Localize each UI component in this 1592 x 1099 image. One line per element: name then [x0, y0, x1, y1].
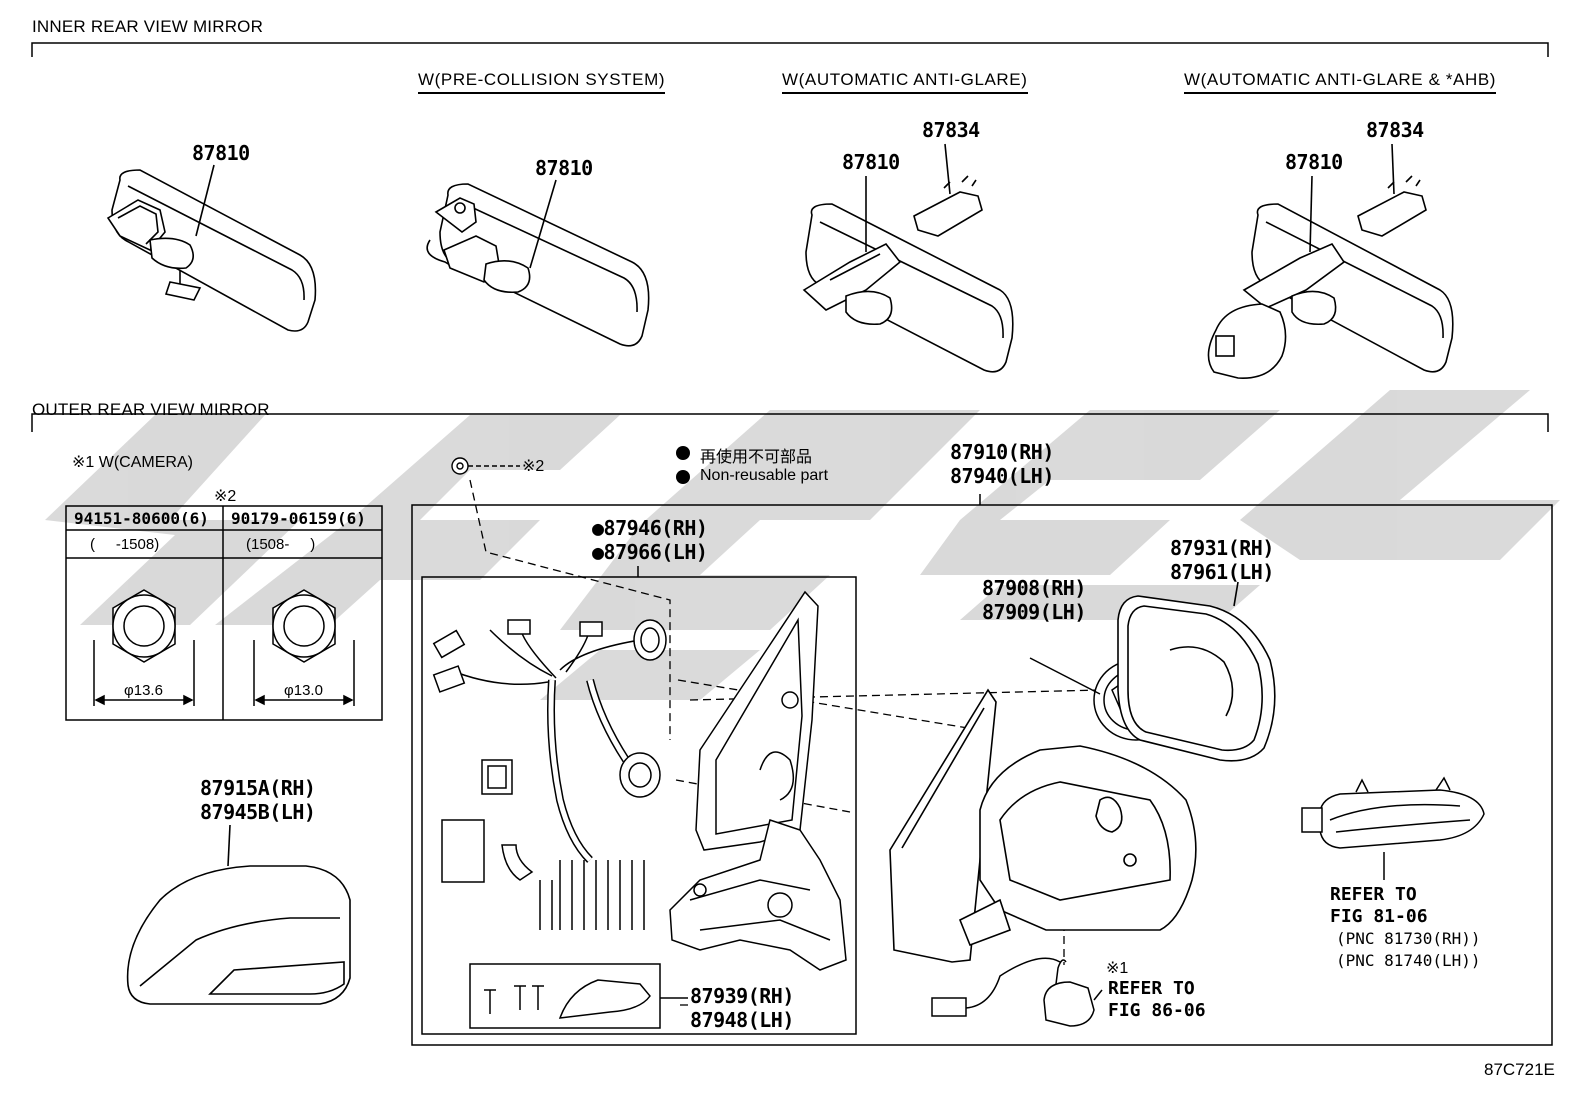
nut-drawing-1 — [93, 589, 195, 706]
turn-signal-ref-4: (PNC 81740(LH)) — [1336, 951, 1481, 970]
outer-mirror-assy-drawing — [889, 688, 1197, 963]
bolt-range-2: (1508- ) — [246, 536, 316, 553]
bolt-part-2[interactable]: 90179-06159(6) — [231, 509, 366, 528]
camera-drawing — [931, 957, 1103, 1027]
part-number-cover-rh[interactable]: 87915A(RH) — [200, 776, 316, 800]
variant-label-anti-glare-ahb: W(AUTOMATIC ANTI-GLARE & *AHB) — [1184, 70, 1497, 94]
section-title-outer: OUTER REAR VIEW MIRROR — [32, 400, 270, 419]
outer-assy-frames — [411, 494, 1553, 1046]
part-number-cover-lh[interactable]: 87945B(LH) — [200, 800, 316, 824]
retainer-bolt-drawing — [451, 457, 520, 475]
legend-text-jp: 再使用不可部品 — [700, 449, 813, 466]
legend-bullet-jp — [676, 446, 690, 460]
housing-frame-drawing — [669, 819, 847, 971]
part-number-mirror-rh[interactable]: 87931(RH) — [1170, 536, 1274, 560]
camera-mark-1: ※1 — [1106, 960, 1129, 977]
bolt-table-grid — [65, 505, 383, 721]
variant-label-pcs: W(PRE-COLLISION SYSTEM) — [418, 70, 666, 94]
part-number-mirror-lh[interactable]: 87961(LH) — [1170, 560, 1274, 584]
part-number-87810-c[interactable]: 87810 — [842, 150, 900, 174]
section-brackets — [31, 42, 1549, 432]
turn-signal-ref-1[interactable]: REFER TO — [1330, 884, 1417, 905]
camera-note: ※1 W(CAMERA) — [72, 454, 193, 471]
watermark — [45, 390, 1560, 700]
bolt-part-1[interactable]: 94151-80600(6) — [74, 509, 209, 528]
screws-box — [469, 963, 688, 1029]
part-number-87834-a[interactable]: 87834 — [922, 118, 980, 142]
part-number-87810-a[interactable]: 87810 — [192, 141, 250, 165]
variant-label-anti-glare: W(AUTOMATIC ANTI-GLARE) — [782, 70, 1028, 94]
inner-mirror-3-drawing — [802, 143, 1014, 373]
wire-harness-drawing — [432, 619, 667, 930]
bolt-range-1: ( -1508) — [90, 536, 160, 553]
part-number-assy-rh[interactable]: 87910(RH) — [950, 440, 1054, 464]
turn-signal-ref-3: (PNC 81730(RH)) — [1336, 929, 1481, 948]
table-mark-2: ※2 — [214, 488, 237, 505]
part-number-harness-rh[interactable]: ●87946(RH) — [592, 516, 708, 540]
turn-signal-ref-2[interactable]: FIG 81-06 — [1330, 906, 1428, 927]
mirror-base-drawing — [695, 590, 819, 851]
legend-text-en: Non-reusable part — [700, 467, 829, 484]
legend-bullet-en — [676, 470, 690, 484]
bolt-dim-1: φ13.6 — [124, 682, 163, 699]
inner-mirror-4-drawing — [1207, 143, 1454, 379]
part-number-87834-b[interactable]: 87834 — [1366, 118, 1424, 142]
mirror-glass-drawing — [1117, 581, 1276, 762]
inner-mirror-2-drawing — [426, 179, 650, 347]
part-number-screw-rh[interactable]: 87939(RH) — [690, 984, 794, 1008]
part-number-assy-lh[interactable]: 87940(LH) — [950, 464, 1054, 488]
bolt-dim-2: φ13.0 — [284, 682, 323, 699]
turn-signal-drawing — [1301, 776, 1485, 880]
part-number-actuator-lh[interactable]: 87909(LH) — [982, 600, 1086, 624]
inner-mirror-1-drawing — [106, 164, 317, 332]
part-number-actuator-rh[interactable]: 87908(RH) — [982, 576, 1086, 600]
nut-drawing-2 — [253, 589, 355, 706]
part-number-harness-lh[interactable]: ●87966(LH) — [592, 540, 708, 564]
bolt-mark-2: ※2 — [522, 458, 545, 475]
mirror-cover-drawing — [126, 824, 351, 1005]
part-number-87810-d[interactable]: 87810 — [1285, 150, 1343, 174]
section-title-inner: INNER REAR VIEW MIRROR — [32, 17, 264, 36]
part-number-87810-b[interactable]: 87810 — [535, 156, 593, 180]
camera-ref-2[interactable]: FIG 86-06 — [1108, 1000, 1206, 1021]
figure-id: 87C721E — [1484, 1060, 1555, 1079]
camera-ref-1[interactable]: REFER TO — [1108, 978, 1195, 999]
part-number-screw-lh[interactable]: 87948(LH) — [690, 1008, 794, 1032]
